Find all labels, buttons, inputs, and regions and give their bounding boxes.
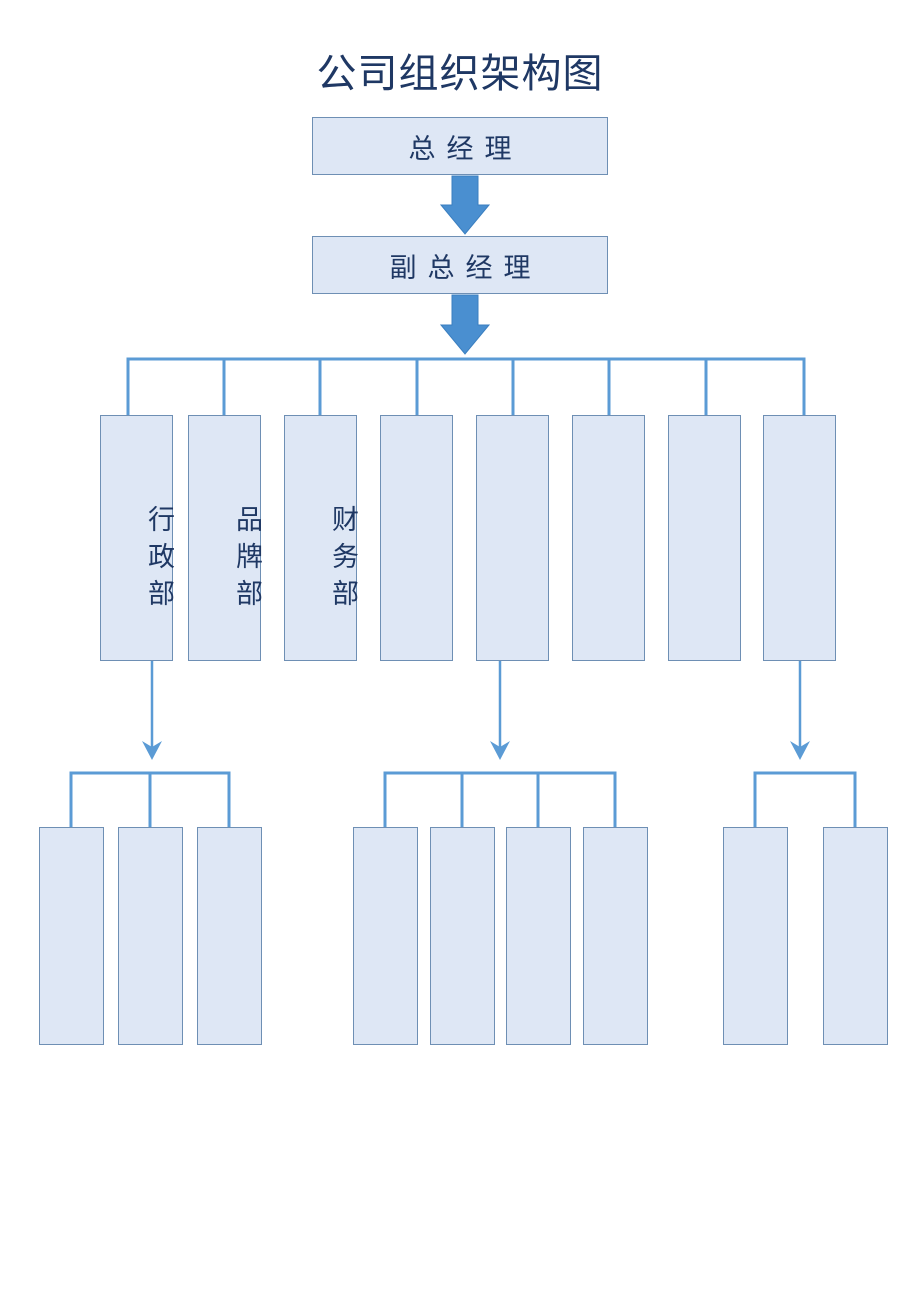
node-subunit-c1[interactable] bbox=[723, 827, 788, 1045]
node-department-6[interactable] bbox=[572, 415, 645, 661]
node-subunit-c2[interactable] bbox=[823, 827, 888, 1045]
block-arrow-dgm-to-departments bbox=[439, 294, 491, 355]
node-general-manager-label: 总经理 bbox=[408, 133, 523, 164]
node-department-5[interactable] bbox=[476, 415, 549, 661]
page-title: 公司组织架构图 bbox=[316, 51, 604, 96]
department-bus bbox=[126, 357, 806, 417]
node-general-manager[interactable]: 总经理 bbox=[312, 117, 608, 175]
node-subunit-b1[interactable] bbox=[353, 827, 418, 1045]
node-department-8[interactable] bbox=[763, 415, 836, 661]
node-subunit-b2[interactable] bbox=[430, 827, 495, 1045]
node-deputy-general-manager-label: 副总经理 bbox=[389, 252, 542, 283]
node-department-4[interactable] bbox=[380, 415, 453, 661]
node-subunit-a2[interactable] bbox=[118, 827, 183, 1045]
node-subunit-a1[interactable] bbox=[39, 827, 104, 1045]
node-department-brand-label: 品牌部 bbox=[232, 504, 262, 616]
node-subunit-a3[interactable] bbox=[197, 827, 262, 1045]
group-b-bus bbox=[383, 771, 617, 830]
node-department-administration-label: 行政部 bbox=[144, 504, 174, 616]
node-department-finance-label: 财务部 bbox=[328, 504, 358, 616]
node-department-brand[interactable]: 品牌部 bbox=[188, 415, 262, 661]
connector-dept1-to-group-a bbox=[142, 661, 162, 760]
node-subunit-b4[interactable] bbox=[583, 827, 648, 1045]
node-subunit-b3[interactable] bbox=[506, 827, 571, 1045]
connector-dept8-to-group-c bbox=[790, 661, 810, 760]
connector-dept5-to-group-b bbox=[490, 661, 510, 760]
node-department-7[interactable] bbox=[668, 415, 741, 661]
node-department-administration[interactable]: 行政部 bbox=[100, 415, 174, 661]
node-deputy-general-manager[interactable]: 副总经理 bbox=[312, 236, 608, 294]
node-department-finance[interactable]: 财务部 bbox=[284, 415, 358, 661]
block-arrow-gm-to-dgm bbox=[439, 175, 491, 235]
group-a-bus bbox=[69, 771, 231, 830]
group-c-bus bbox=[753, 771, 857, 830]
